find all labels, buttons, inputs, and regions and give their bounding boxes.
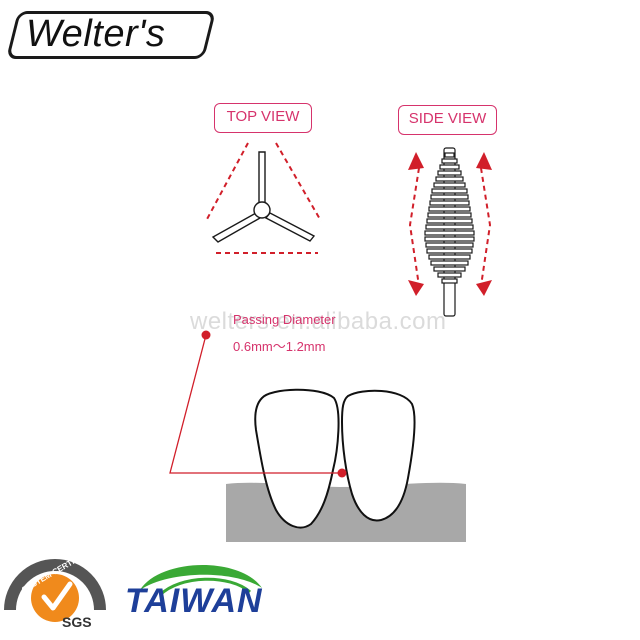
top-view-bristles (211, 151, 316, 243)
gum (226, 482, 466, 542)
watermark: welters.en.alibaba.com (190, 308, 447, 335)
left-tooth (254, 388, 340, 529)
right-tooth (340, 389, 416, 522)
side-view-label: SIDE VIEW (398, 105, 497, 135)
side-view-arrowheads (408, 152, 492, 296)
side-view-arrows (408, 167, 492, 287)
taiwan-logo (140, 564, 262, 597)
sgs-label: SGS (62, 614, 92, 630)
taiwan-logo-text: TAIWAN (125, 582, 263, 620)
passing-diameter-pointer (169, 330, 347, 478)
brand-logo: Welter's (26, 13, 166, 55)
side-view-brush (424, 147, 475, 317)
diameter-range: 0.6mm〜1.2mm (233, 339, 326, 354)
top-view-triangle (205, 142, 322, 254)
passing-diameter-label: Passing Diameter (233, 312, 336, 327)
top-view-label: TOP VIEW (214, 103, 312, 133)
iso-certification-badge (4, 559, 106, 622)
